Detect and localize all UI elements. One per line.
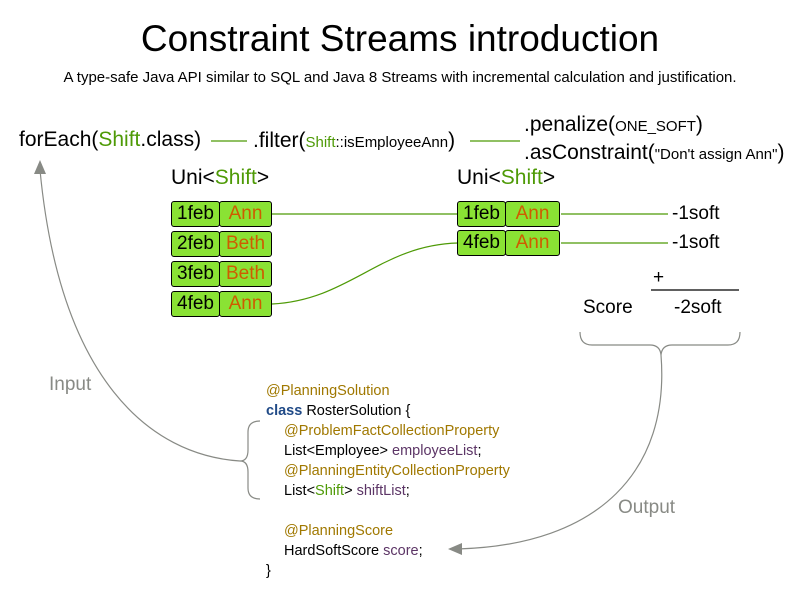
score-label: Score xyxy=(583,297,633,318)
code-line xyxy=(266,501,510,521)
filter-call: .filter(Shift::isEmployeeAnn) xyxy=(253,129,456,152)
code-line: @PlanningScore xyxy=(284,523,394,539)
code-line: @PlanningEntityCollectionProperty xyxy=(284,463,510,479)
filter-class: Shift xyxy=(305,134,336,151)
code-line: List<Shift> shiftList; xyxy=(284,483,410,499)
penalty-value: -1soft xyxy=(672,203,720,224)
page-subtitle: A type-safe Java API similar to SQL and … xyxy=(63,69,737,86)
code-line: @ProblemFactCollectionProperty xyxy=(284,423,500,439)
left-tuple-employee: Ann xyxy=(219,201,272,227)
input-arrowhead xyxy=(34,160,46,174)
code-line: HardSoftScore score; xyxy=(284,543,423,559)
left-tuple-employee: Beth xyxy=(219,231,272,257)
uni-left-label: Uni<Shift> xyxy=(171,166,270,189)
right-tuple-employee: Ann xyxy=(505,230,560,256)
left-tuple-date: 2feb xyxy=(171,231,220,257)
left-tuple-date: 1feb xyxy=(171,201,220,227)
output-arrow xyxy=(457,354,663,550)
foreach-call: forEach(Shift.class) xyxy=(19,128,202,151)
left-tuple-employee: Beth xyxy=(219,261,272,287)
input-arrow xyxy=(39,169,241,462)
foreach-class: Shift xyxy=(98,128,141,151)
filter-method: ::isEmployeeAnn xyxy=(335,134,449,151)
code-brace xyxy=(239,420,261,500)
output-arrowhead xyxy=(448,543,462,555)
left-tuple-employee: Ann xyxy=(219,291,272,317)
score-brace xyxy=(579,331,741,356)
score-total: -2soft xyxy=(674,297,722,318)
as-constraint-call: .asConstraint("Don't assign Ann") xyxy=(524,141,785,164)
penalty-value: -1soft xyxy=(672,232,720,253)
input-label: Input xyxy=(49,374,92,395)
code-line: @PlanningSolution xyxy=(266,383,390,399)
code-block: @PlanningSolution class RosterSolution {… xyxy=(266,381,510,581)
sum-plus-sign: + xyxy=(653,267,665,288)
right-tuple-date: 4feb xyxy=(457,230,506,256)
constraint-name: "Don't assign Ann" xyxy=(654,146,778,163)
code-line: } xyxy=(266,563,271,579)
uni-right-label: Uni<Shift> xyxy=(457,166,556,189)
tuple-4feb-connector xyxy=(271,242,459,305)
left-tuple-date: 3feb xyxy=(171,261,220,287)
right-tuple-employee: Ann xyxy=(505,201,560,227)
page-title: Constraint Streams introduction xyxy=(140,18,660,59)
output-label: Output xyxy=(618,497,676,518)
penalize-call: .penalize(ONE_SOFT) xyxy=(524,113,703,136)
penalize-arg: ONE_SOFT xyxy=(615,118,696,135)
code-line: List<Employee> employeeList; xyxy=(284,443,482,459)
code-line: class RosterSolution { xyxy=(266,403,411,419)
right-tuple-date: 1feb xyxy=(457,201,506,227)
left-tuple-date: 4feb xyxy=(171,291,220,317)
